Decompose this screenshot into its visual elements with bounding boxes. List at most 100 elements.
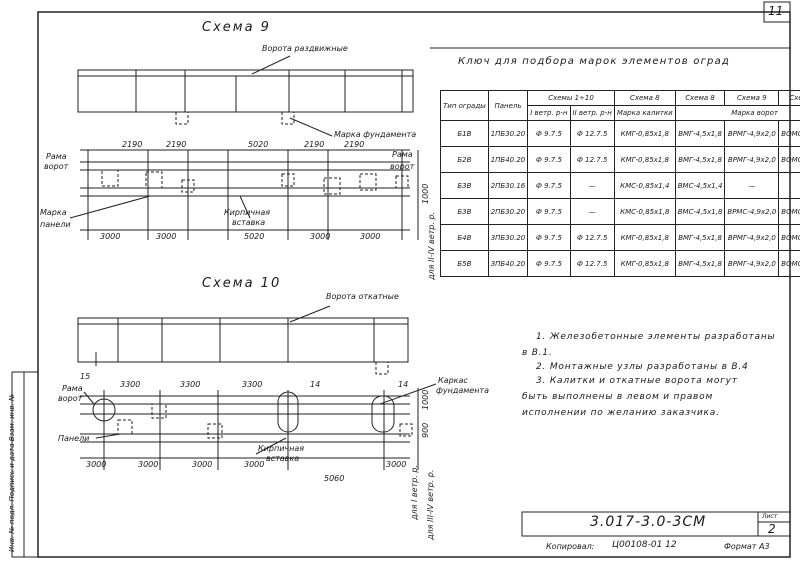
table-cell-s6: КМГ-0,85х1,8 xyxy=(613,224,676,251)
table-cell-s8: ВМГ-4,5х1,8 xyxy=(674,146,726,173)
callout-14-a: 14 xyxy=(310,380,321,389)
scheme10-top-dim-2: 3300 xyxy=(180,380,201,389)
table-cell-type: Б3В xyxy=(440,198,489,225)
table-cell-panel: 3ПБ40.20 xyxy=(487,250,529,277)
table-cell-w2: — xyxy=(569,172,615,199)
table-cell-w1: Ф 9.7.5 xyxy=(527,120,571,147)
scheme9-top-dim-4: 2190 xyxy=(304,140,325,149)
scheme10-carcass-label-2: фундамента xyxy=(436,386,489,395)
stamp-sheet-number: 2 xyxy=(768,522,776,536)
table-cell-s10: ВОМС-4,9х2,0 xyxy=(778,250,800,277)
scheme9-top-dim-1: 2190 xyxy=(122,140,143,149)
scheme9-bottom-dim-5: 3000 xyxy=(360,232,381,241)
table-cell-w1: Ф 9.7.5 xyxy=(527,198,571,225)
scheme10-height-dim-1: 900 xyxy=(421,422,430,438)
table-cell-w2: Ф 12.7.5 xyxy=(569,224,615,251)
table-cell-panel: 1ПБ30.20 xyxy=(487,120,529,147)
scheme10-brick-label-2: вставка xyxy=(266,454,300,463)
scheme9-bottom-dim-1: 3000 xyxy=(100,232,121,241)
table-cell-type: Б5В xyxy=(440,250,489,277)
stamp-code: 3.017-3.0-3СМ xyxy=(590,514,707,530)
scheme9-frame-label-right-2: ворот xyxy=(390,162,415,171)
scheme9-frame-label-right: Рама xyxy=(392,150,413,159)
sheet-corner-number: 11 xyxy=(768,4,784,18)
stamp-sheet-label: Лист xyxy=(762,513,778,520)
table-cell-s8: ВМГ-4,5х1,8 xyxy=(674,120,726,147)
table-cell-w2: Ф 12.7.5 xyxy=(569,146,615,173)
table-cell-w1: Ф 9.7.5 xyxy=(527,172,571,199)
scheme10-side-note-2: для III-IV ветр. р. xyxy=(426,469,435,540)
scheme10-brick-label: Кирпичная xyxy=(258,444,305,453)
table-cell-s9: — xyxy=(724,172,780,199)
scheme10-frame-label: Рама xyxy=(62,384,83,393)
scheme10-gate-label: Ворота откатные xyxy=(326,292,399,301)
th-gate-mark: Марка ворот xyxy=(674,105,800,121)
scheme10-title: Схема 10 xyxy=(202,276,282,291)
table-cell-s6: КМС-0,85х1,8 xyxy=(613,198,676,225)
scheme10-bottom-dim-6: 3000 xyxy=(386,460,407,469)
scheme9-frame-label-2: ворот xyxy=(44,162,69,171)
table-cell-s9: ВРМС-4,9х2,0 xyxy=(724,198,780,225)
scheme10-bottom-dim-4: 3000 xyxy=(244,460,265,469)
scheme9-panel-label: Марка xyxy=(40,208,67,217)
scheme9-bottom-dim-2: 3000 xyxy=(156,232,177,241)
table-cell-type: Б3В xyxy=(440,172,489,199)
th-wind-2: II ветр. р-н xyxy=(569,105,615,121)
scheme10-bottom-dim-3: 3000 xyxy=(192,460,213,469)
scheme10-top-dim-3: 3300 xyxy=(242,380,263,389)
scheme10-side-note-1: для I ветр. р. xyxy=(410,465,419,520)
table-cell-s8: ВМС-4,5х1,4 xyxy=(674,172,726,199)
scheme9-side-note: для II-IV ветр. р. xyxy=(427,211,436,280)
table-cell-s8: ВМГ-4,5х1,8 xyxy=(674,224,726,251)
scheme9-brick-label-2: вставка xyxy=(232,218,266,227)
note-3c: исполнении по желанию заказчика. xyxy=(522,408,720,418)
stamp-copy-value: Ц00108-01 12 xyxy=(612,540,677,550)
scheme9-brick-label: Кирпичная xyxy=(224,208,271,217)
scheme9-foundation-label: Марка фундамента xyxy=(334,130,417,139)
note-1b: в В.1. xyxy=(522,348,553,358)
table-cell-s6: КМС-0,85х1,4 xyxy=(613,172,676,199)
scheme10-top-dim-1: 3300 xyxy=(120,380,141,389)
th-gate-mark-sub: Марка калитки xyxy=(613,105,676,121)
scheme10-carcass-label: Каркас xyxy=(438,376,468,385)
key-table-subheader-row: I ветр. р-н II ветр. р-н Марка калитки М… xyxy=(441,105,800,121)
stamp-format: Формат А3 xyxy=(724,542,770,551)
th-scheme-9: Схема 9 xyxy=(724,90,780,106)
table-cell-panel: 3ПБ30.20 xyxy=(487,224,529,251)
table-cell-w1: Ф 9.7.5 xyxy=(527,146,571,173)
scheme9-gate-label: Ворота раздвижные xyxy=(262,44,348,53)
scheme10-bottom-dim-5: 5060 xyxy=(324,474,345,483)
note-3a: 3. Калитки и откатные ворота могут xyxy=(536,376,738,386)
table-cell-s9: ВРМГ-4,9х2,0 xyxy=(724,250,780,277)
scheme10-height-dim-2: 1000 xyxy=(421,389,430,410)
scheme9-bottom-dim-3: 5020 xyxy=(244,232,265,241)
table-cell-w2: Ф 12.7.5 xyxy=(569,250,615,277)
table-cell-w2: — xyxy=(569,198,615,225)
scheme9-top-dim-5: 2190 xyxy=(344,140,365,149)
th-scheme-6: Схема 8 xyxy=(613,90,676,106)
scheme9-frame-label: Рама xyxy=(46,152,67,161)
note-3b: быть выполнены в левом и правом xyxy=(522,392,714,402)
scheme9-title: Схема 9 xyxy=(202,20,271,35)
th-scheme-8: Схема 8 xyxy=(674,90,726,106)
th-scheme-10: Схема 10 xyxy=(778,90,800,106)
table-cell-s6: КМГ-0,85х1,8 xyxy=(613,120,676,147)
callout-15: 15 xyxy=(80,372,91,381)
scheme9-top-dim-2: 2190 xyxy=(166,140,187,149)
table-cell-s8: ВМГ-4,5х1,8 xyxy=(674,250,726,277)
table-cell-s10: ВОМС-4,9х2,0 xyxy=(778,146,800,173)
table-cell-s6: КМГ-0,85х1,8 xyxy=(613,250,676,277)
note-1a: 1. Железобетонные элементы разработаны xyxy=(536,332,776,342)
stamp-copy-label: Копировал: xyxy=(546,542,595,551)
table-cell-w1: Ф 9.7.5 xyxy=(527,250,571,277)
scheme10-frame-label-2: ворот xyxy=(58,394,83,403)
key-table-title: Ключ для подбора марок элементов оград xyxy=(458,56,731,67)
note-2: 2. Монтажные узлы разработаны в В.4 xyxy=(536,362,749,372)
side-strip-text: Инв. № подл. Подпись и дата Взам. инв. № xyxy=(8,393,16,552)
table-cell-s9: ВРМГ-4,9х2,0 xyxy=(724,120,780,147)
